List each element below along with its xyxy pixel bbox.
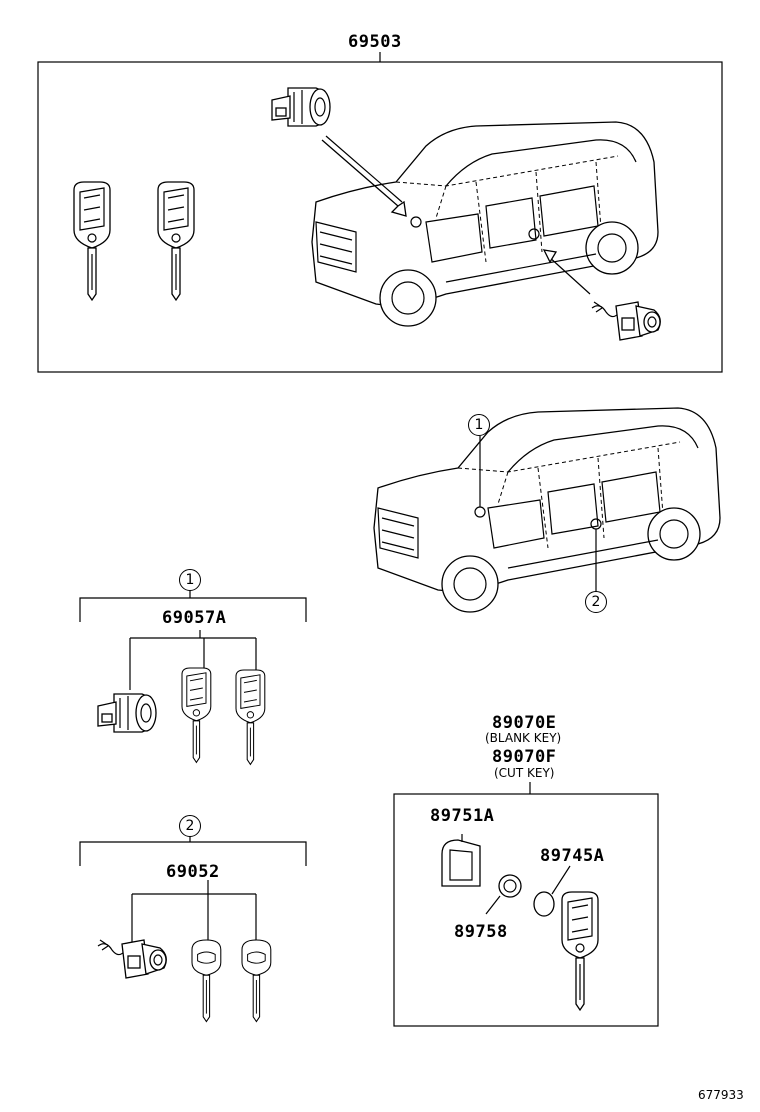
part-number-69052: 69052	[166, 862, 220, 882]
transmitter-illustration	[533, 891, 555, 917]
part-number-69503: 69503	[348, 32, 402, 52]
ignition-cylinder-illustration	[271, 87, 331, 127]
vehicle-illustration	[311, 121, 659, 327]
cut-key-note: (CUT KEY)	[494, 766, 555, 780]
set-69052-group	[79, 836, 307, 1023]
door-lock-cylinder-illustration	[591, 301, 661, 341]
flip-key-illustration	[73, 181, 111, 301]
door-lock-cylinder-illustration	[97, 939, 167, 979]
assembly-69503-group	[37, 52, 723, 373]
set-69057a-group	[79, 590, 307, 765]
ignition-cylinder-illustration	[97, 693, 157, 733]
vehicle-illustration	[373, 407, 721, 613]
key-case-illustration	[441, 839, 481, 887]
vehicle-location-group	[373, 407, 721, 613]
part-number-89070e: 89070E	[492, 713, 557, 733]
flip-key-illustration	[561, 891, 599, 1011]
part-number-89751a: 89751A	[430, 806, 495, 826]
callout-2: 2	[585, 591, 607, 613]
figure-number: 677933	[698, 1088, 744, 1102]
part-number-89070f: 89070F	[492, 747, 557, 767]
set-1-callout: 1	[179, 569, 201, 591]
plain-key-illustration	[191, 939, 222, 1023]
set-2-callout: 2	[179, 815, 201, 837]
callout-1: 1	[468, 414, 490, 436]
part-number-89745a: 89745A	[540, 846, 605, 866]
key-kit-group	[393, 782, 659, 1027]
plain-key-illustration	[241, 939, 272, 1023]
flip-key-illustration	[157, 181, 195, 301]
blank-key-note: (BLANK KEY)	[485, 731, 562, 745]
part-number-89758: 89758	[454, 922, 508, 942]
battery-illustration	[498, 874, 522, 898]
flip-key-illustration	[235, 669, 266, 765]
flip-key-illustration	[181, 667, 212, 763]
part-number-69057a: 69057A	[162, 608, 227, 628]
